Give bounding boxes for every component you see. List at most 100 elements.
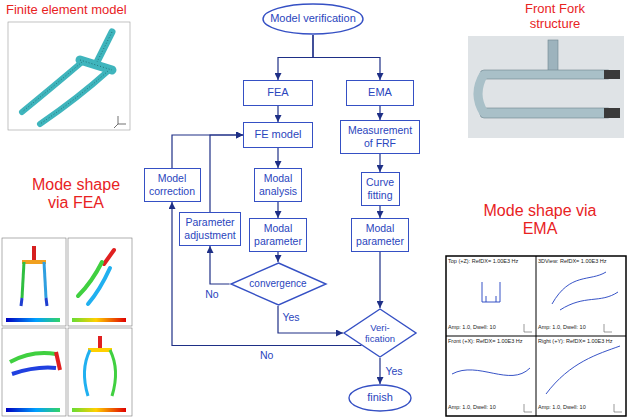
ellipse-outline (349, 385, 411, 411)
view-header: Right (+Y): RefDX= 1.00E3 Hz (538, 338, 624, 344)
mode-shape (84, 350, 90, 396)
mode-shape (22, 260, 46, 264)
fork-steerer (548, 40, 558, 72)
node-text: Model correction (149, 172, 195, 197)
node-text: Modal analysis (259, 172, 297, 197)
process-box: Parameter adjustment (179, 212, 241, 246)
image-caption: Front Fork structure (500, 2, 610, 32)
node-text: Modal parameter (356, 222, 404, 247)
fea-panel (68, 238, 132, 326)
process-box: Measurement of FRF (340, 120, 420, 154)
mode-shape (98, 336, 102, 350)
flow-arrow (277, 202, 278, 218)
node-text: FE model (254, 128, 301, 141)
fork-tip (604, 108, 620, 118)
mode-shape (104, 250, 114, 264)
image-caption: Mode shape via EMA (478, 202, 602, 239)
process-box: Modal parameter (351, 218, 409, 252)
process-box: Curve fitting (361, 172, 400, 206)
process-box: Model correction (144, 168, 201, 202)
fea-panel (2, 238, 66, 326)
flow-arrow (379, 358, 380, 384)
node-text: finish (367, 391, 393, 404)
flow-arrow (278, 306, 343, 333)
decision-diamond: Veri- fication (343, 308, 417, 358)
node-text: Curve fitting (366, 176, 394, 201)
wireframe-shape (452, 368, 530, 375)
fea-panel (68, 328, 132, 416)
mode-shape (88, 348, 112, 352)
fea-mode-shapes (2, 238, 132, 416)
node-text: Modal parameter (254, 222, 302, 247)
flow-arrow (277, 106, 278, 122)
process-box: FE model (243, 122, 313, 148)
branch-label: No (259, 349, 274, 361)
image-caption: Mode shape via FEA (20, 176, 132, 213)
decision-diamond: convergence (230, 262, 327, 306)
process-box: Modal parameter (249, 218, 307, 252)
panel-divider (446, 256, 626, 416)
branch-label: Yes (281, 311, 300, 323)
fea-panel (2, 328, 66, 416)
image-frame (8, 22, 130, 130)
ema-mode-shapes (446, 256, 626, 416)
axis-triad (524, 324, 622, 412)
mode-shape (110, 350, 116, 396)
flow-arrow (278, 35, 313, 80)
view-setting: Amp: 1.0, Dwell: 10 (538, 404, 612, 410)
ema-panel (446, 256, 626, 416)
diamond-outline (231, 263, 326, 305)
flow-arrow (379, 154, 380, 172)
fork-leg (480, 70, 612, 79)
flow-arrow (172, 135, 243, 168)
node-text: Parameter adjustment (184, 216, 235, 241)
node-text: Veri- fication (365, 322, 395, 345)
mode-shape (56, 352, 60, 370)
fe-model-image (8, 22, 130, 130)
view-header: Front (+X): RefDX= 1.00E3 Hz (448, 338, 534, 344)
process-box: EMA (346, 80, 414, 106)
fork-leg (40, 71, 108, 124)
mode-shape (88, 268, 110, 304)
fork-steerer (97, 32, 112, 62)
diamond-outline (344, 309, 416, 357)
node-text: Measurement of FRF (345, 124, 415, 149)
fork-tip (604, 70, 620, 79)
process-box: Modal analysis (254, 168, 302, 202)
mode-shape (22, 262, 24, 298)
fork-leg (480, 108, 612, 118)
flow-arrow (379, 252, 380, 308)
flow-arrow (379, 206, 380, 218)
view-header: 3DView: RefDX= 1.00E3 Hz (538, 258, 624, 264)
flow-arrow (277, 148, 278, 168)
image-caption: Finite element model (6, 3, 138, 18)
node-text: convergence (249, 278, 306, 290)
flow-arrow (277, 252, 278, 262)
ellipse-outline (263, 4, 363, 34)
start-ellipse: Model verification (262, 3, 364, 35)
mode-shape (44, 262, 46, 298)
color-bars (6, 320, 126, 410)
flow-arrow (172, 202, 362, 346)
mode-shape (12, 368, 56, 374)
mode-shape (21, 298, 47, 306)
view-setting: Amp: 1.0, Dwell: 10 (538, 324, 602, 330)
node-text: EMA (368, 86, 392, 99)
node-text: Model verification (270, 12, 356, 25)
axis-triad (114, 116, 126, 128)
view-header: Top (+Z): RefDX= 1.00E3 Hz (448, 258, 534, 264)
wireframe-shape (552, 272, 618, 310)
mesh-lines (22, 32, 112, 124)
color-bar (6, 320, 126, 410)
end-ellipse: finish (348, 384, 412, 412)
mode-shape (10, 353, 56, 362)
flow-arrow (313, 35, 380, 80)
node-text: FEA (267, 86, 288, 99)
photo-ground (468, 36, 624, 138)
flow-arrow (210, 246, 230, 284)
process-box: FEA (243, 80, 313, 106)
branch-label: No (204, 288, 219, 300)
view-setting: Amp: 1.0, Dwell: 10 (448, 324, 518, 330)
wireframe-shape (546, 346, 620, 394)
